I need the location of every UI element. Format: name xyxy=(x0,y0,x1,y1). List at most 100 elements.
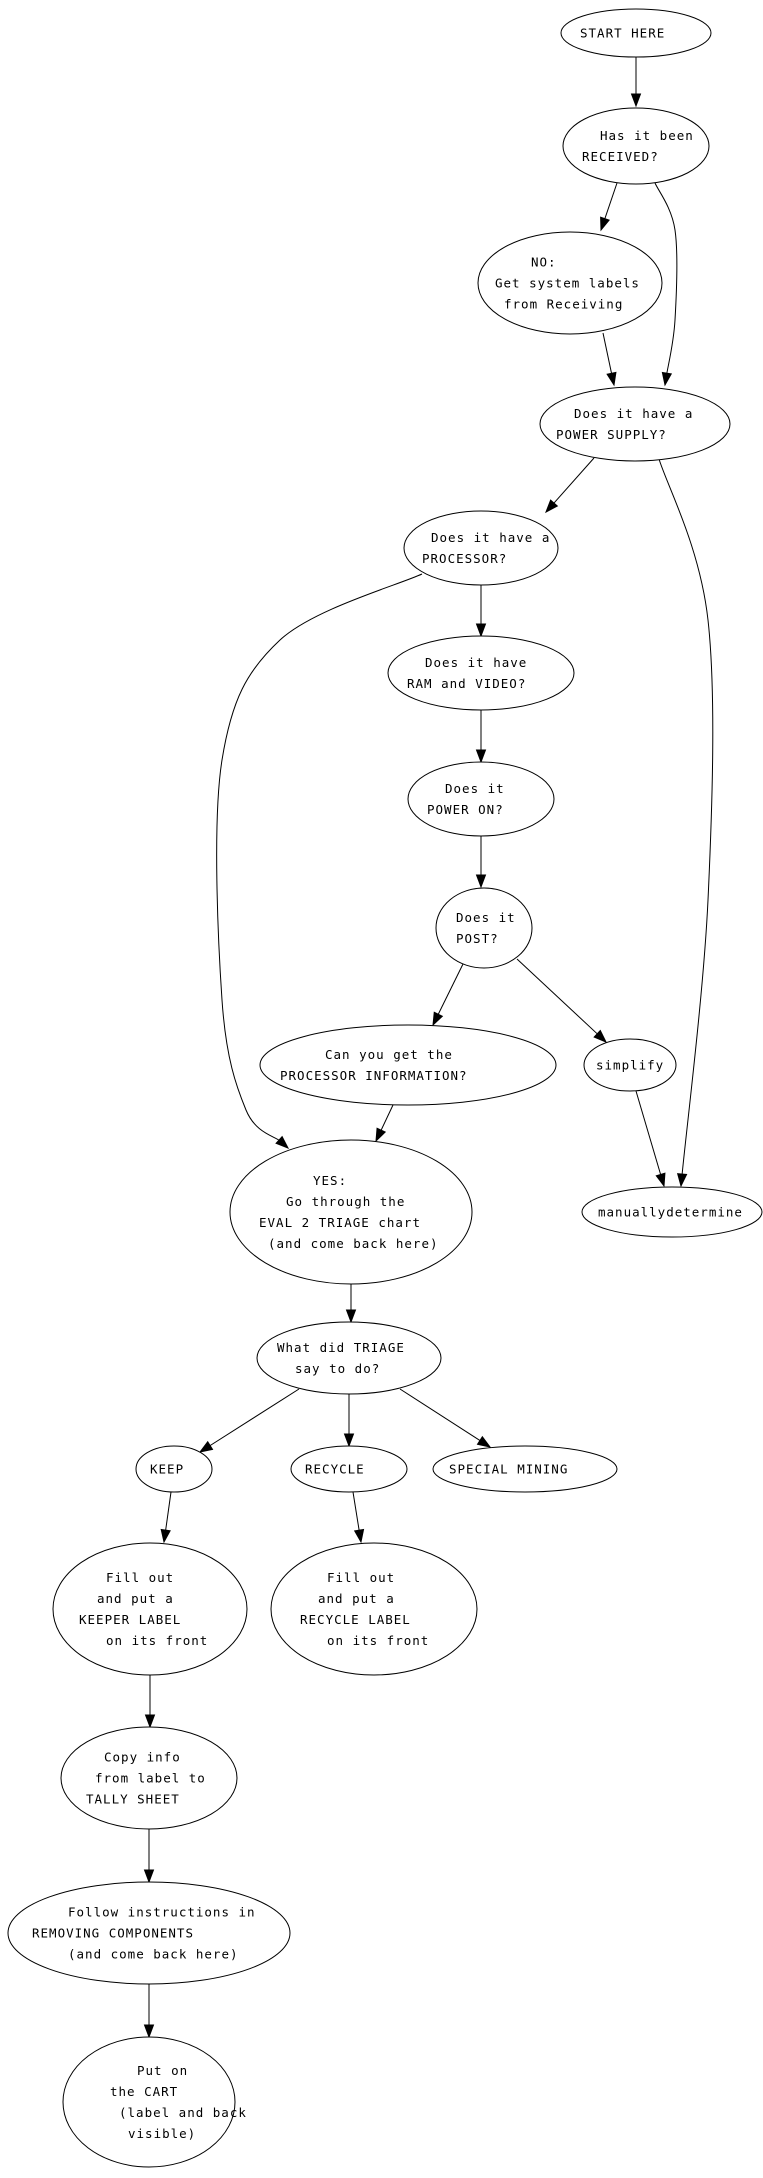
arrowhead-icon xyxy=(198,1440,214,1453)
edge-keeper-label-to-tally-sheet xyxy=(144,1675,156,1729)
arrowhead-icon xyxy=(144,1714,156,1729)
edge-line xyxy=(379,1104,394,1133)
arrowhead-icon xyxy=(475,874,487,889)
node-label-line: POST? xyxy=(456,931,499,946)
node-label-line: simplify xyxy=(596,1058,664,1073)
edge-start-to-received xyxy=(630,57,642,108)
edge-processor-to-yes-triage xyxy=(216,573,423,1149)
node-manuallydetermine: manuallydetermine xyxy=(581,1186,763,1238)
node-label-line: Has it been xyxy=(600,128,694,143)
node-label-line: RECYCLE LABEL xyxy=(300,1612,411,1627)
node-label-line: Does it have xyxy=(425,655,527,670)
node-label-line: Fill out xyxy=(327,1570,395,1585)
node-label-line: from Receiving xyxy=(504,297,623,312)
edge-no-labels-to-power-supply xyxy=(602,332,617,387)
node-label-line: and put a xyxy=(97,1591,174,1606)
node-label-line: Fill out xyxy=(106,1570,174,1585)
node-label-line: (and come back here) xyxy=(68,1947,239,1962)
node-shape xyxy=(583,1038,677,1092)
edge-power-supply-to-processor xyxy=(545,457,595,514)
edge-recycle-to-recycle-label xyxy=(352,1491,365,1544)
arrowhead-icon xyxy=(476,1435,492,1448)
node-start: START HERE xyxy=(560,8,712,58)
node-shape xyxy=(270,1542,478,1676)
edge-triage-result-to-keep xyxy=(198,1388,300,1453)
arrowhead-icon xyxy=(676,1173,688,1188)
node-shape xyxy=(256,1321,442,1395)
node-label-line: Copy info xyxy=(104,1750,181,1765)
node-recycle: RECYCLE xyxy=(290,1445,408,1493)
edge-line xyxy=(436,963,464,1017)
arrowhead-icon xyxy=(475,623,487,638)
node-shape xyxy=(435,887,533,969)
node-label-line: REMOVING COMPONENTS xyxy=(32,1926,194,1941)
edge-tally-sheet-to-removing-components xyxy=(143,1829,155,1884)
arrowhead-icon xyxy=(593,1029,608,1043)
node-label-line: (label and back xyxy=(119,2105,247,2120)
node-label-line: KEEPER LABEL xyxy=(79,1612,181,1627)
edge-line xyxy=(164,1491,172,1533)
node-shape xyxy=(432,1445,618,1493)
arrowhead-icon xyxy=(345,1309,357,1324)
arrowhead-icon xyxy=(600,216,610,232)
node-label-line: YES: xyxy=(313,1173,347,1188)
edge-line xyxy=(602,332,613,376)
node-label-line: Does it have a xyxy=(431,530,550,545)
arrowhead-icon xyxy=(630,93,642,108)
node-shape xyxy=(60,1726,238,1830)
node-shape xyxy=(52,1542,248,1676)
node-label-line: Put on xyxy=(137,2063,188,2078)
node-label-line: say to do? xyxy=(295,1361,380,1376)
edge-line xyxy=(352,1491,360,1533)
edge-line xyxy=(603,182,618,221)
edge-simplify-to-manuallydetermine xyxy=(635,1090,666,1188)
edge-power-supply-to-manuallydetermine xyxy=(658,458,714,1188)
edge-processor-to-ram-video xyxy=(475,585,487,638)
node-label-line: on its front xyxy=(327,1633,429,1648)
edge-triage-result-to-special-mining xyxy=(399,1388,492,1448)
edge-ram-video-to-power-on xyxy=(475,710,487,764)
node-label-line: on its front xyxy=(106,1633,208,1648)
edge-yes-triage-to-triage-result xyxy=(345,1284,357,1324)
node-label-line: EVAL 2 TRIAGE chart xyxy=(259,1215,421,1230)
edge-line xyxy=(552,457,595,505)
node-label-line: Get system labels xyxy=(495,276,640,291)
edge-received-to-power-supply xyxy=(654,182,678,387)
arrowhead-icon xyxy=(343,1433,355,1448)
edge-line xyxy=(399,1388,482,1443)
edge-received-to-no-labels xyxy=(600,182,618,232)
node-shape xyxy=(560,8,712,58)
edge-keep-to-keeper-label xyxy=(160,1491,172,1544)
node-recycle-label: Fill out and put a RECYCLE LABEL on its fro… xyxy=(270,1542,478,1676)
node-label-line: (and come back here) xyxy=(268,1236,439,1251)
node-label-line: POWER SUPPLY? xyxy=(556,427,667,442)
node-label-line: TALLY SHEET xyxy=(86,1792,180,1807)
node-label-line: SPECIAL MINING xyxy=(449,1462,568,1477)
node-label-line: RAM and VIDEO? xyxy=(407,676,526,691)
node-shape xyxy=(403,510,559,586)
edge-line xyxy=(216,573,423,1142)
node-shape xyxy=(290,1445,408,1493)
node-label-line: visible) xyxy=(128,2126,196,2141)
edge-line xyxy=(516,958,600,1036)
node-label-line: and put a xyxy=(318,1591,395,1606)
edge-post-to-simplify xyxy=(516,958,608,1043)
arrowhead-icon xyxy=(606,371,617,387)
node-label-line: POWER ON? xyxy=(427,802,504,817)
node-label-line: What did TRIAGE xyxy=(277,1340,405,1355)
node-keep: KEEP xyxy=(135,1445,213,1493)
arrowhead-icon xyxy=(353,1528,365,1544)
node-shape xyxy=(407,761,555,837)
node-keeper-label: Fill out and put a KEEPER LABEL on its fron… xyxy=(52,1542,248,1676)
node-label-line: PROCESSOR? xyxy=(422,551,507,566)
edge-triage-result-to-recycle xyxy=(343,1394,355,1448)
arrowhead-icon xyxy=(275,1135,290,1149)
